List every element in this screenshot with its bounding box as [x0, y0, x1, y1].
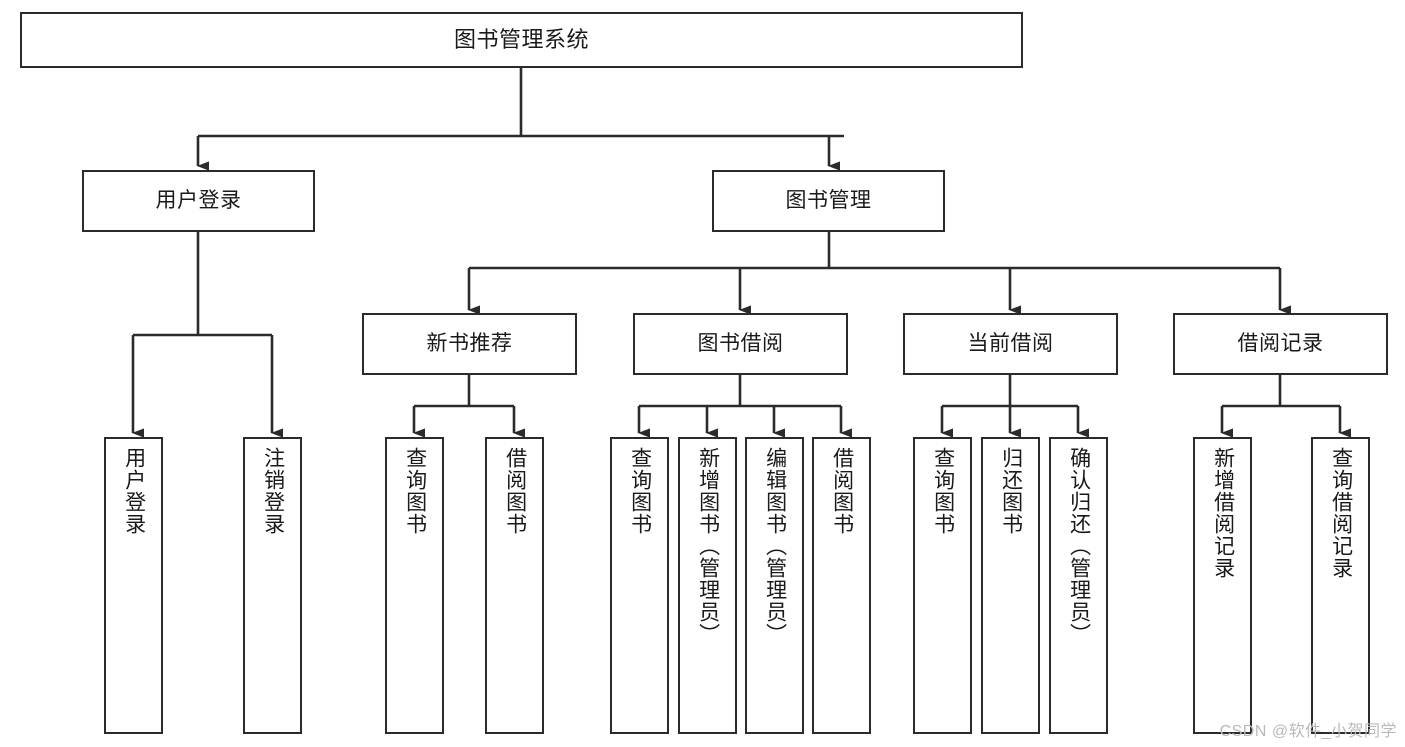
leaf-label: 归还图书 — [999, 447, 1023, 535]
leaf-borrow-record-add[interactable]: 新增借阅记录 — [1193, 437, 1252, 734]
node-current-borrow[interactable]: 当前借阅 — [903, 313, 1118, 375]
leaf-label: 用户登录 — [122, 447, 146, 535]
node-root-label: 图书管理系统 — [453, 26, 589, 52]
leaf-label: 查询图书 — [931, 447, 955, 535]
leaf-book-borrow-add[interactable]: 新增图书（管理员） — [678, 437, 737, 734]
leaf-label: 查询借阅记录 — [1329, 447, 1353, 579]
leaf-current-borrow-confirm-return[interactable]: 确认归还（管理员） — [1049, 437, 1108, 734]
node-user-login-label: 用户登录 — [155, 189, 242, 213]
watermark: CSDN @软件_小贺同学 — [1219, 723, 1397, 740]
node-user-login[interactable]: 用户登录 — [82, 170, 315, 232]
leaf-label: 借阅图书 — [503, 447, 527, 535]
node-book-borrow-label: 图书借阅 — [697, 332, 784, 356]
leaf-book-borrow-edit[interactable]: 编辑图书（管理员） — [745, 437, 804, 734]
leaf-label: 新增借阅记录 — [1211, 447, 1235, 579]
node-current-borrow-label: 当前借阅 — [967, 332, 1054, 356]
leaf-label: 编辑图书（管理员） — [763, 447, 787, 645]
leaf-label: 确认归还（管理员） — [1067, 447, 1091, 645]
leaf-new-book-query[interactable]: 查询图书 — [385, 437, 444, 734]
node-borrow-record-label: 借阅记录 — [1237, 332, 1324, 356]
leaf-current-borrow-query[interactable]: 查询图书 — [913, 437, 972, 734]
leaf-book-borrow-query[interactable]: 查询图书 — [610, 437, 669, 734]
leaf-label: 注销登录 — [261, 447, 285, 535]
leaf-current-borrow-return[interactable]: 归还图书 — [981, 437, 1040, 734]
leaf-book-borrow-borrow[interactable]: 借阅图书 — [812, 437, 871, 734]
leaf-label: 查询图书 — [628, 447, 652, 535]
node-borrow-record[interactable]: 借阅记录 — [1173, 313, 1388, 375]
leaf-label: 借阅图书 — [830, 447, 854, 535]
node-root[interactable]: 图书管理系统 — [20, 12, 1023, 68]
leaf-label: 新增图书（管理员） — [696, 447, 720, 645]
leaf-user-login-login[interactable]: 用户登录 — [104, 437, 163, 734]
node-new-book-recommend[interactable]: 新书推荐 — [362, 313, 577, 375]
leaf-new-book-borrow[interactable]: 借阅图书 — [485, 437, 544, 734]
node-book-borrow[interactable]: 图书借阅 — [633, 313, 848, 375]
leaf-label: 查询图书 — [403, 447, 427, 535]
leaf-user-login-logout[interactable]: 注销登录 — [243, 437, 302, 734]
node-new-book-recommend-label: 新书推荐 — [426, 332, 513, 356]
node-book-management[interactable]: 图书管理 — [712, 170, 945, 232]
leaf-borrow-record-query[interactable]: 查询借阅记录 — [1311, 437, 1370, 734]
node-book-management-label: 图书管理 — [785, 189, 872, 213]
